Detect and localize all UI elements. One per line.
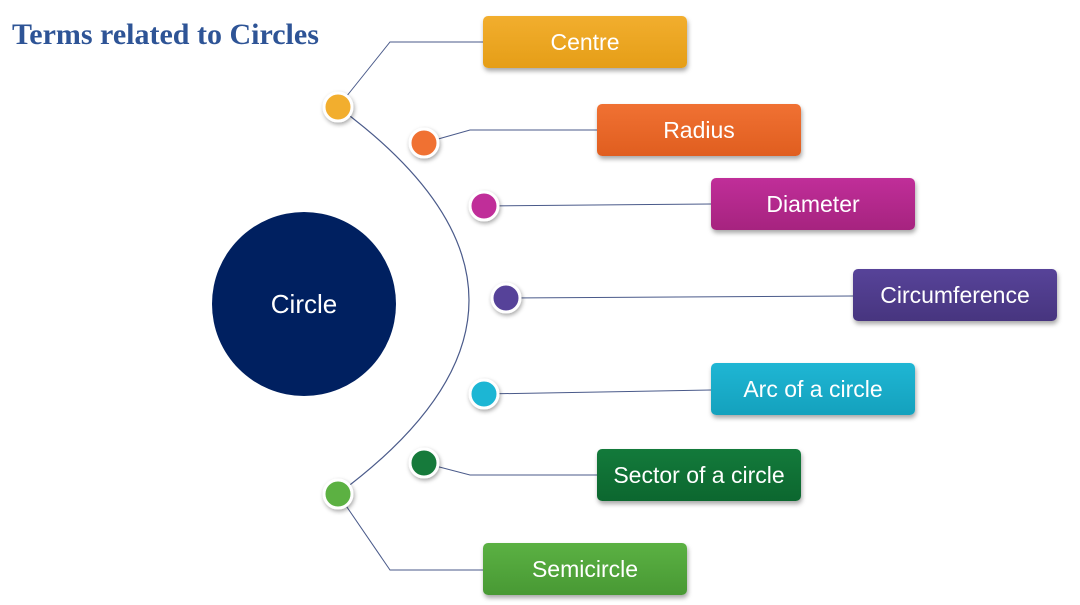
connector-line-arc — [483, 389, 712, 395]
term-box-circumference: Circumference — [853, 269, 1057, 321]
node-dot-radius — [408, 127, 440, 159]
central-circle: Circle — [212, 212, 396, 396]
node-dot-diameter — [468, 190, 500, 222]
term-label-diameter: Diameter — [766, 190, 860, 217]
term-box-sector: Sector of a circle — [597, 449, 801, 501]
term-label-centre: Centre — [550, 28, 620, 55]
term-label-radius: Radius — [663, 116, 735, 143]
term-label-arc: Arc of a circle — [743, 375, 883, 402]
node-dot-semicircle — [322, 478, 354, 510]
node-dot-sector — [408, 447, 440, 479]
term-box-semicircle: Semicircle — [483, 543, 687, 595]
term-label-sector: Sector of a circle — [613, 461, 785, 488]
node-dot-circumference — [490, 282, 522, 314]
term-box-arc: Arc of a circle — [711, 363, 915, 415]
node-dot-arc — [468, 378, 500, 410]
term-box-centre: Centre — [483, 16, 687, 68]
connector-line-radius — [423, 129, 597, 144]
connector-line-centre — [337, 41, 483, 108]
arc-connector — [337, 106, 470, 495]
connector-line-semicircle — [337, 493, 483, 571]
connector-line-diameter — [483, 203, 712, 207]
page-title: Terms related to Circles — [12, 18, 319, 51]
central-circle-label: Circle — [270, 288, 338, 319]
node-dot-centre — [322, 91, 354, 123]
term-label-circumference: Circumference — [880, 281, 1030, 308]
term-label-semicircle: Semicircle — [531, 555, 639, 582]
term-box-diameter: Diameter — [711, 178, 915, 230]
connector-line-sector — [423, 462, 597, 476]
connector-line-circumference — [505, 295, 854, 299]
term-box-radius: Radius — [597, 104, 801, 156]
